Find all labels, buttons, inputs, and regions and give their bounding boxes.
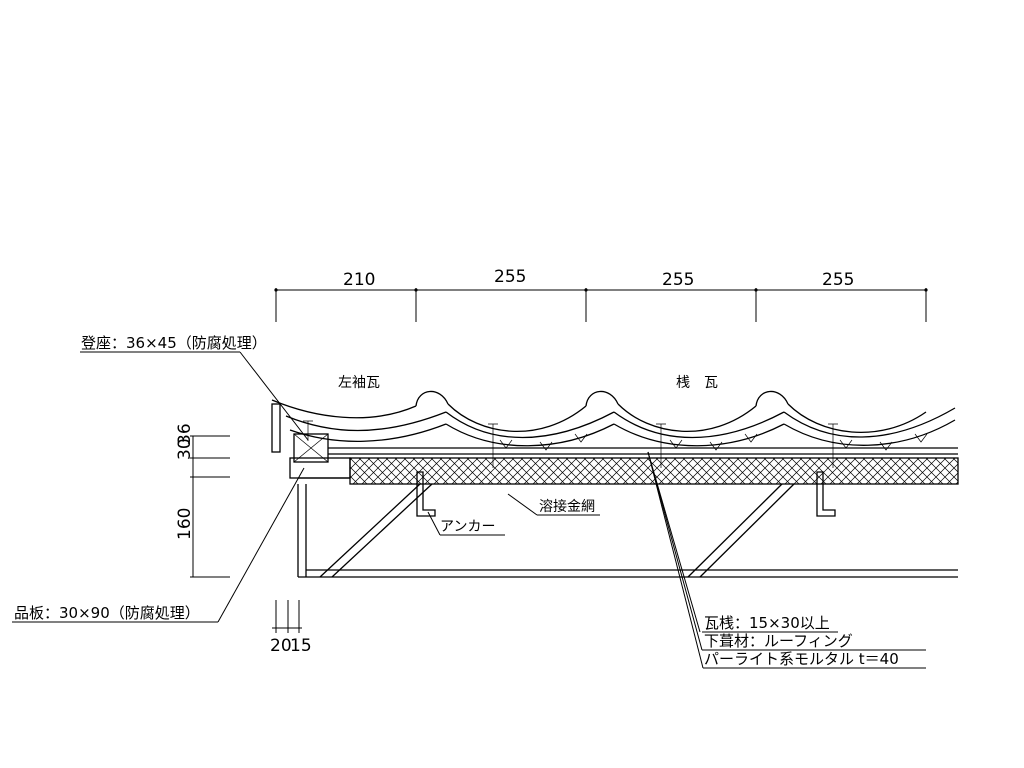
- dim-bottom-15: 15: [290, 636, 312, 656]
- dim-top-2: 255: [494, 267, 526, 287]
- label-mortar: パーライト系モルタル t＝40: [704, 650, 899, 668]
- label-anchor: アンカー: [440, 519, 495, 535]
- dim-left-36: 36: [175, 423, 195, 445]
- dim-left-30: 30: [175, 438, 195, 460]
- label-tosa: 登座：36×45（防腐処理）: [81, 334, 267, 352]
- label-shitabuki: 下葺材：ルーフィング: [704, 632, 853, 650]
- leader-lines: [12, 351, 926, 669]
- dim-top-1: 210: [343, 270, 375, 290]
- dim-top-3: 255: [662, 270, 694, 290]
- dim-top-4: 255: [822, 270, 854, 290]
- label-shinaita: 品板：30×90（防腐処理）: [14, 604, 200, 622]
- anchors: [416, 471, 836, 517]
- label-sodegawara: 左袖瓦: [338, 375, 380, 391]
- label-youseki-kanaami: 溶接金網: [539, 498, 595, 515]
- top-dimension-line: [274, 288, 928, 322]
- left-dimension-line: [190, 435, 230, 578]
- structure-truss: [297, 483, 958, 578]
- label-sangawara: 桟 瓦: [676, 375, 718, 391]
- dim-left-160: 160: [175, 508, 195, 540]
- bottom-dimension-line: [272, 600, 302, 633]
- label-kawarasan: 瓦桟：15×30以上: [704, 614, 830, 632]
- roofing-layers: [289, 447, 959, 485]
- roof-tiles: [271, 390, 956, 468]
- dim-bottom-20: 20: [270, 636, 292, 656]
